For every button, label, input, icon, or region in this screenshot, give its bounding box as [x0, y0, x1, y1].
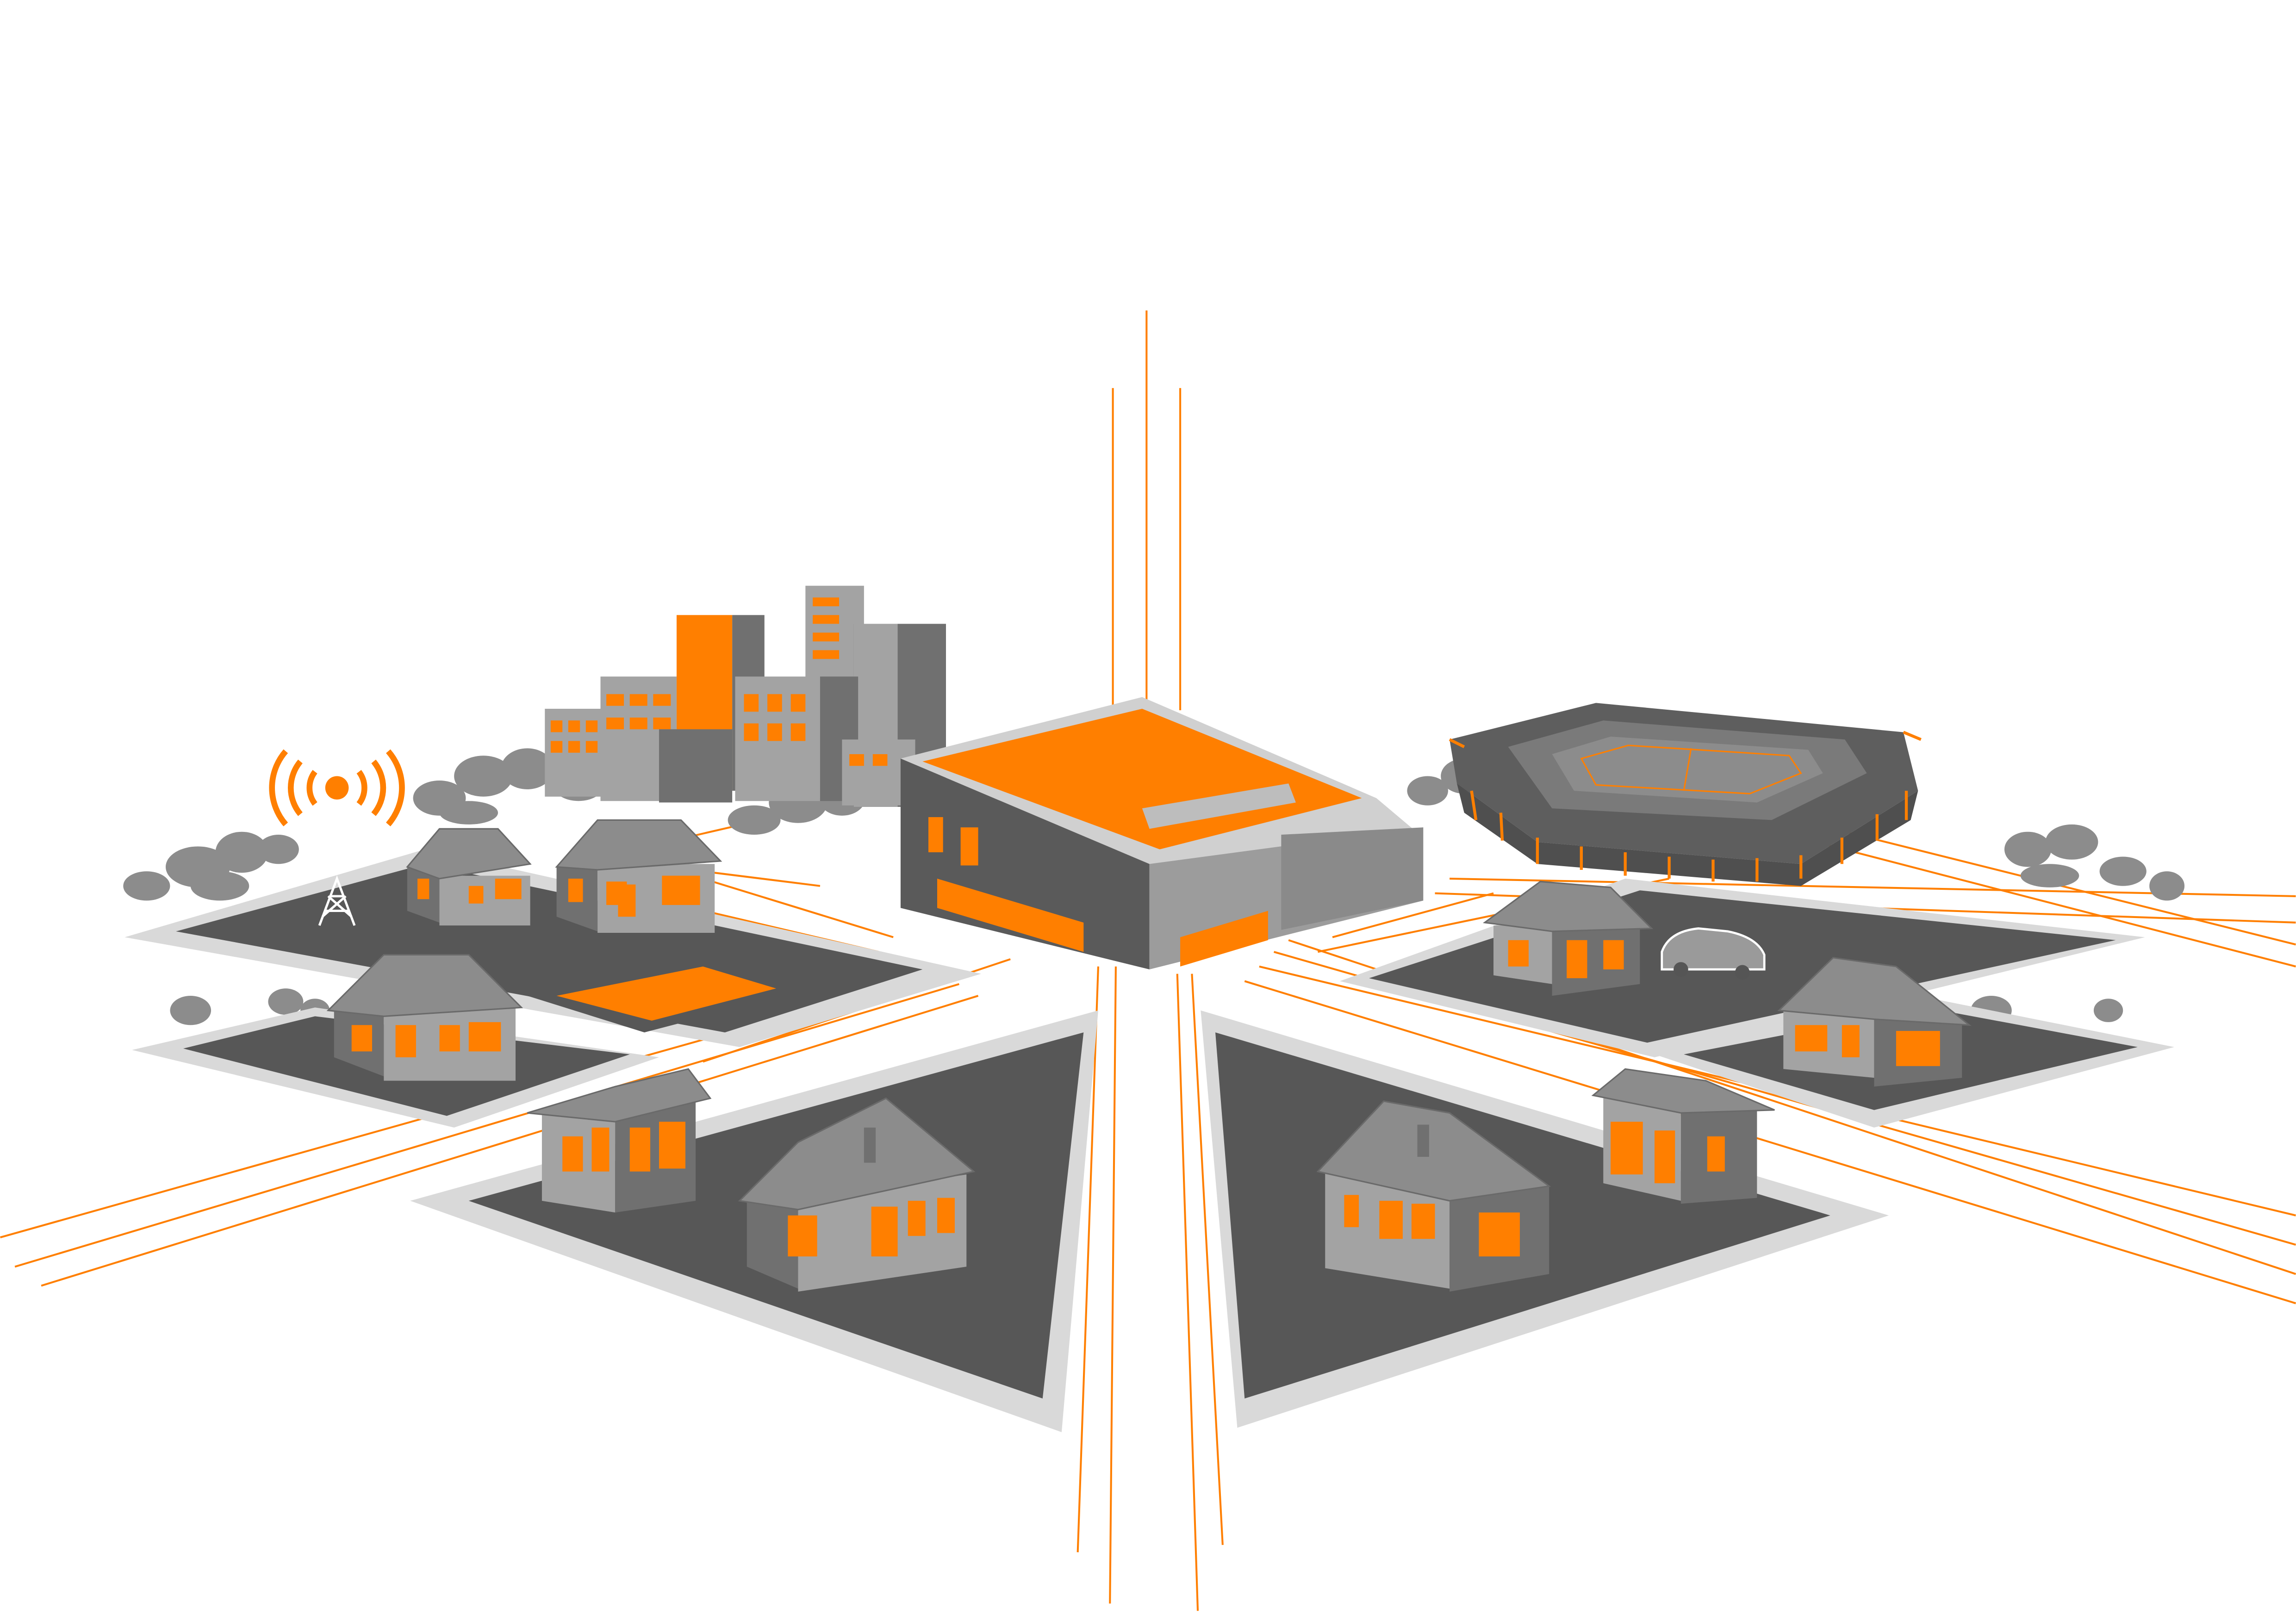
car-icon: [1661, 927, 1766, 980]
lot-top-left: [124, 849, 981, 1047]
house-bottom-left-2: [738, 1097, 976, 1292]
house-top-left-2: [555, 819, 722, 933]
house-right-upper: [1482, 881, 1654, 996]
radio-tower-icon: [269, 749, 405, 926]
city-skyline: [545, 586, 946, 807]
wireless-signal-icon: [269, 749, 405, 827]
office-block-small: [545, 708, 604, 797]
house-bottom-right-2: [1591, 1068, 1775, 1204]
tower-structure: [318, 875, 356, 926]
office-block-low: [659, 729, 733, 803]
house-top-left-1: [406, 828, 532, 926]
data-center-icon: [900, 697, 1424, 970]
office-block-center: [735, 676, 859, 801]
house-mid-left: [326, 954, 523, 1081]
bush-cluster-right: [2004, 824, 2185, 901]
stadium-icon: [1449, 703, 1922, 886]
house-right-lower: [1777, 957, 1972, 1087]
bush-cluster-left: [123, 831, 299, 901]
house-bottom-right-1: [1316, 1100, 1551, 1292]
house-bottom-left-1: [527, 1068, 712, 1213]
pool: [527, 959, 813, 1033]
